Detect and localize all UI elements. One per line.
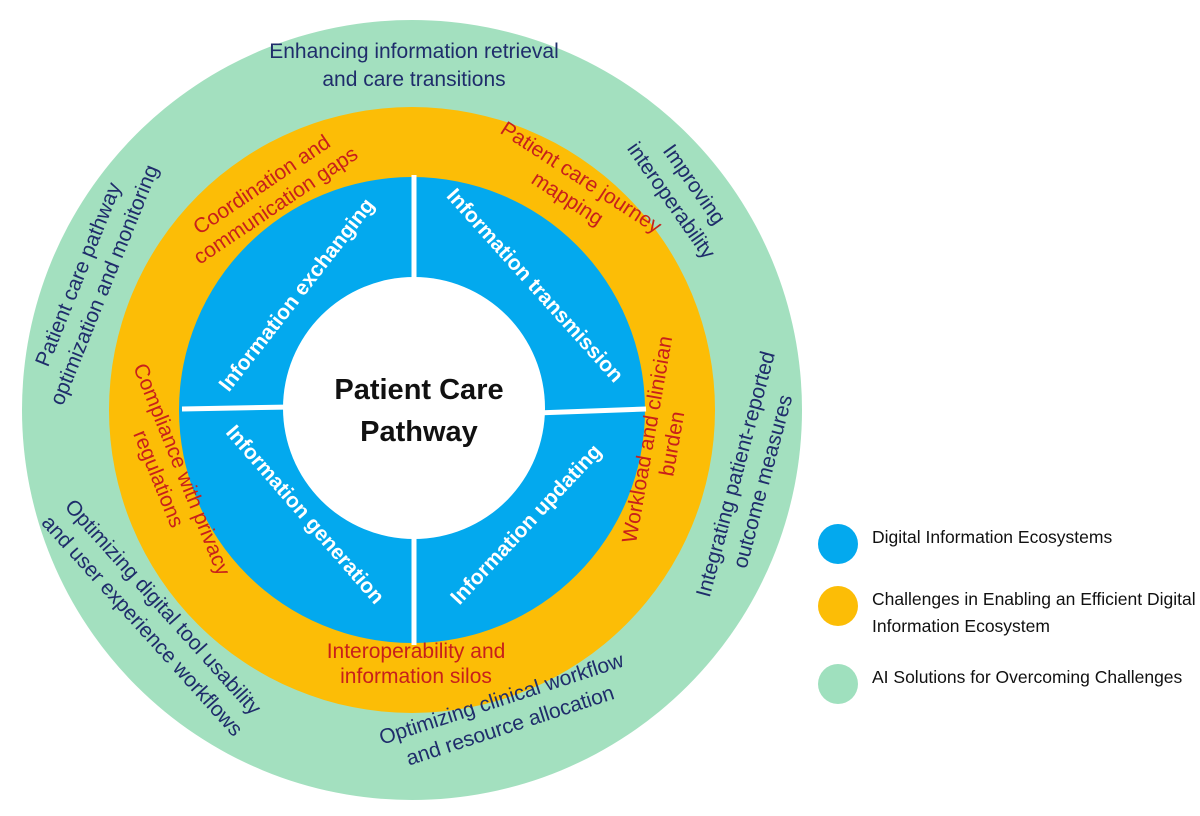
legend-swatch-blue <box>818 524 858 564</box>
legend-label: AI Solutions for Overcoming Challenges <box>872 667 1183 687</box>
center-title: Patient Care Pathway <box>334 374 503 448</box>
legend-swatch-green <box>818 664 858 704</box>
legend-item-ai-solutions: AI Solutions for Overcoming Challenges <box>818 662 1198 704</box>
outer-label-line: Enhancing information retrieval <box>269 40 559 63</box>
inner-ring-dividers <box>181 175 647 645</box>
legend-item-challenges: Challenges in Enabling an Efficient Digi… <box>818 584 1198 640</box>
outer-label-information-retrieval: Enhancing information retrieval and care… <box>269 40 559 91</box>
legend-item-digital-ecosystems: Digital Information Ecosystems <box>818 522 1198 564</box>
legend: Digital Information Ecosystems Challenge… <box>818 522 1198 724</box>
center-title-line-2: Pathway <box>360 416 478 448</box>
legend-swatch-orange <box>818 586 858 626</box>
center-circle <box>283 277 545 539</box>
middle-label-line: Interoperability and <box>327 640 506 663</box>
legend-label: Challenges in Enabling an Efficient Digi… <box>872 589 1196 636</box>
center-title-line-1: Patient Care <box>334 374 503 406</box>
middle-label-line: information silos <box>340 665 492 688</box>
outer-label-line: and care transitions <box>322 68 505 91</box>
legend-label: Digital Information Ecosystems <box>872 527 1113 547</box>
middle-label-interoperability-silos: Interoperability and information silos <box>327 640 506 688</box>
